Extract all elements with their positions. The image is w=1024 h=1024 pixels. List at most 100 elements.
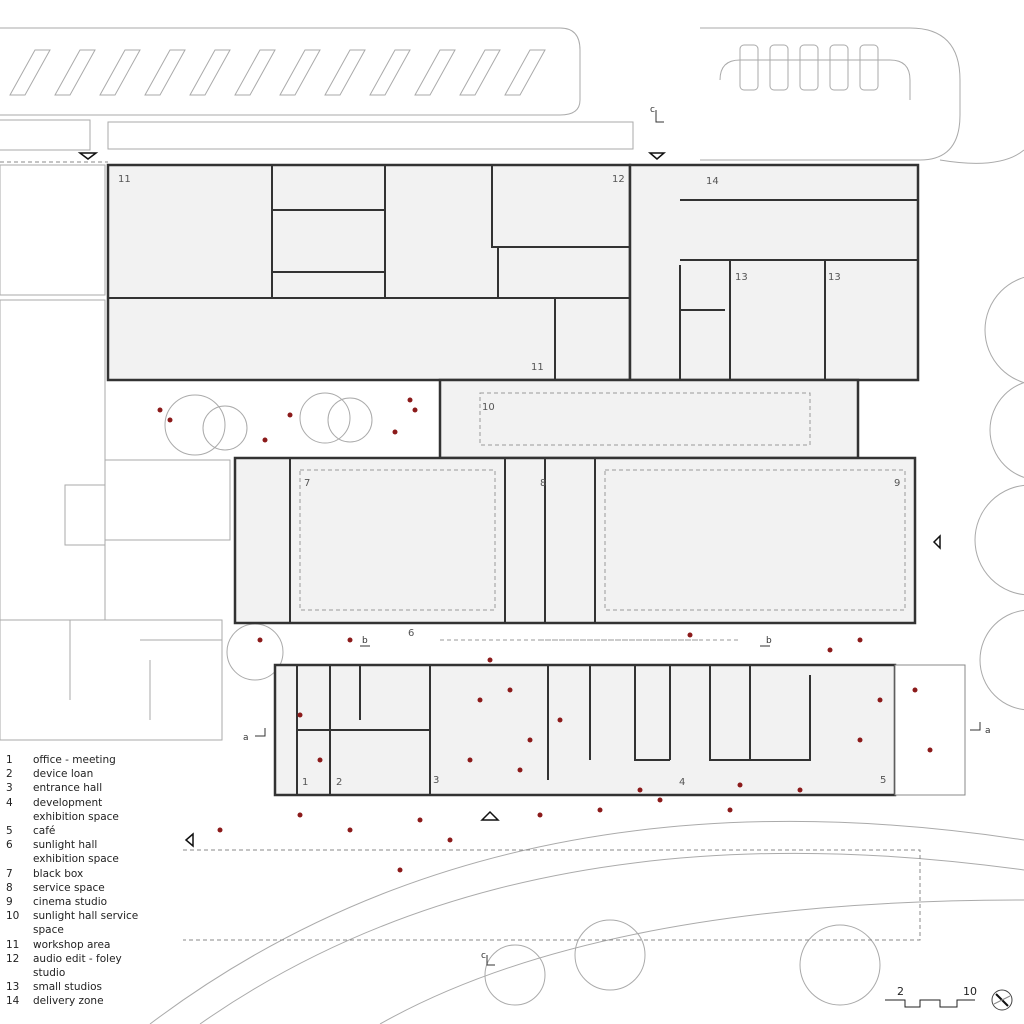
legend-number: 7 — [6, 867, 13, 880]
legend-item: 7 black box — [6, 867, 143, 881]
legend-label: delivery zone — [33, 995, 104, 1008]
section-c-top: c — [650, 105, 655, 115]
studio-wing — [628, 163, 920, 382]
parking-context — [0, 27, 1024, 164]
room-label: 1 — [302, 777, 308, 788]
section-a-right: a — [985, 726, 991, 736]
dashed-zones — [299, 392, 906, 641]
person-figure — [412, 407, 418, 413]
person-figure — [687, 632, 693, 638]
legend-number: 10 — [6, 910, 20, 923]
person-figure — [527, 737, 533, 743]
parking-stall — [54, 49, 96, 96]
cafe-terrace — [894, 664, 966, 796]
legend-number: 9 — [6, 896, 13, 909]
scale-start: 2 — [897, 985, 904, 998]
legend-number: 12 — [6, 952, 20, 965]
legend-item: 4 development exhibition space — [6, 796, 143, 824]
parking-stall — [799, 44, 819, 91]
legend-label: service space — [33, 881, 105, 894]
entrance-arrows — [77, 152, 941, 848]
person-figure — [487, 657, 493, 663]
scale-bar: 2 10 — [885, 985, 980, 1015]
person-figure — [477, 697, 483, 703]
site-boundary — [0, 161, 921, 941]
room-label: 11 — [531, 362, 544, 373]
person-figure — [297, 712, 303, 718]
north-arrow-icon — [991, 989, 1013, 1011]
room-label: 2 — [336, 777, 342, 788]
person-figure — [262, 437, 268, 443]
person-figure — [857, 637, 863, 643]
person-figure — [657, 797, 663, 803]
room-label: 10 — [482, 402, 495, 413]
scale-bar-graphic — [885, 999, 975, 1008]
person-figure — [407, 397, 413, 403]
person-figure — [737, 782, 743, 788]
person-figure — [447, 837, 453, 843]
section-c-bottom: c — [481, 951, 486, 961]
legend-number: 1 — [6, 754, 13, 766]
room-label: 14 — [706, 176, 719, 187]
room-label: 13 — [828, 272, 841, 283]
person-figure — [927, 747, 933, 753]
legend-number: 4 — [6, 796, 13, 809]
legend-number: 14 — [6, 995, 20, 1008]
person-figure — [637, 787, 643, 793]
person-figure — [347, 637, 353, 643]
person-figure — [392, 429, 398, 435]
person-figure — [727, 807, 733, 813]
parking-stall — [739, 44, 759, 91]
person-figure — [537, 812, 543, 818]
legend-number: 8 — [6, 881, 13, 894]
person-figure — [517, 767, 523, 773]
blackbox-cinema-block — [233, 456, 917, 625]
parking-stall — [144, 49, 186, 96]
room-label: 3 — [433, 775, 439, 786]
room-label: 9 — [894, 478, 900, 489]
legend-number: 3 — [6, 782, 13, 795]
section-markers: a a b b c c — [243, 105, 991, 966]
legend-number: 5 — [6, 825, 13, 838]
legend-label: black box — [33, 867, 84, 880]
parking-stall — [829, 44, 849, 91]
parking-stall — [279, 49, 321, 96]
person-figure — [397, 867, 403, 873]
person-figure — [287, 412, 293, 418]
parking-stall — [769, 44, 789, 91]
person-figure — [157, 407, 163, 413]
legend-item: 1 office - meeting — [6, 753, 143, 767]
legend-label: entrance hall — [33, 782, 103, 795]
person-figure — [417, 817, 423, 823]
person-figure — [597, 807, 603, 813]
person-figure — [167, 417, 173, 423]
parking-stall — [369, 49, 411, 96]
parking-stall — [189, 49, 231, 96]
people-figures — [157, 397, 933, 873]
person-figure — [557, 717, 563, 723]
parking-stall — [324, 49, 366, 96]
legend-number: 11 — [6, 938, 20, 951]
legend-label: office - meeting — [33, 754, 116, 766]
person-figure — [257, 637, 263, 643]
room-label: 4 — [679, 777, 685, 788]
person-figure — [317, 757, 323, 763]
left-context — [0, 164, 231, 741]
person-figure — [827, 647, 833, 653]
parking-stall — [859, 44, 879, 91]
person-figure — [347, 827, 353, 833]
section-b-left: b — [362, 636, 368, 646]
room-label: 5 — [880, 775, 886, 786]
legend-item: 8 service space — [6, 881, 143, 895]
legend-number: 13 — [6, 981, 20, 994]
person-figure — [877, 697, 883, 703]
person-figure — [467, 757, 473, 763]
section-a-left: a — [243, 733, 249, 743]
person-figure — [297, 812, 303, 818]
person-figure — [857, 737, 863, 743]
legend-label: development exhibition space — [33, 796, 119, 823]
